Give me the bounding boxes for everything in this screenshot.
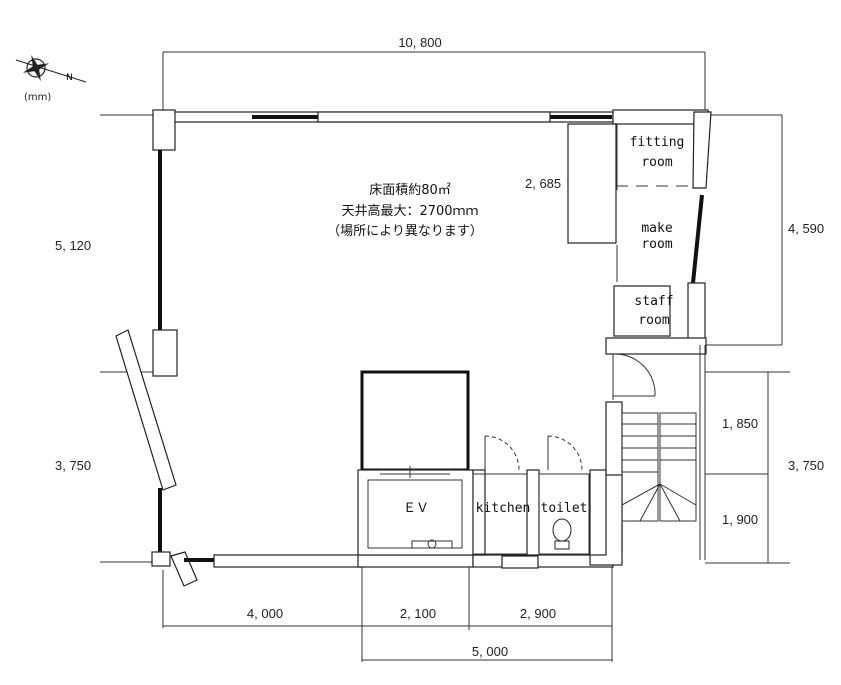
svg-text:N: N <box>66 73 73 83</box>
dim-right-lower: 3, 750 <box>788 458 824 473</box>
make-room-label-1: make <box>641 221 672 236</box>
staircase <box>589 345 706 566</box>
toilet-icon <box>552 518 572 550</box>
dim-right-stair-lower: 1, 900 <box>722 512 758 527</box>
dim-left-upper: 5, 120 <box>55 238 91 253</box>
elevator-label: ＥＶ <box>403 501 429 516</box>
core-block <box>357 370 607 556</box>
back-rooms <box>567 123 707 355</box>
dim-bottom-mid: 2, 100 <box>400 606 436 621</box>
dim-bottom-left: 4, 000 <box>247 606 283 621</box>
unit-label: (mm) <box>24 92 51 103</box>
exterior-walls <box>115 109 712 587</box>
fitting-room-label-2: room <box>641 155 672 170</box>
dim-right-stair-upper: 1, 850 <box>722 416 758 431</box>
dim-bottom-right: 2, 900 <box>520 606 556 621</box>
make-room-label-2: room <box>641 237 672 252</box>
dim-inner-depth: 2, 685 <box>525 176 561 191</box>
staff-room-label-1: staff <box>634 294 673 309</box>
compass-north-icon: N <box>15 54 87 83</box>
ceiling-note-text: （場所により異なります） <box>327 224 483 239</box>
kitchen-label: kitchen <box>476 501 531 516</box>
floor-area-text: 床面積約80㎡ <box>369 183 451 198</box>
staff-room-label-2: room <box>638 313 669 328</box>
fitting-room-label-1: fitting <box>630 135 685 150</box>
dim-top-width: 10, 800 <box>398 35 441 50</box>
toilet-label: toilet <box>541 501 588 516</box>
dim-left-lower: 3, 750 <box>55 458 91 473</box>
dim-right-upper: 4, 590 <box>788 221 824 236</box>
dim-bottom-total: 5, 000 <box>472 644 508 659</box>
dimension-lines <box>100 51 790 662</box>
ceiling-height-text: 天井高最大：2700ｍｍ <box>341 203 478 219</box>
